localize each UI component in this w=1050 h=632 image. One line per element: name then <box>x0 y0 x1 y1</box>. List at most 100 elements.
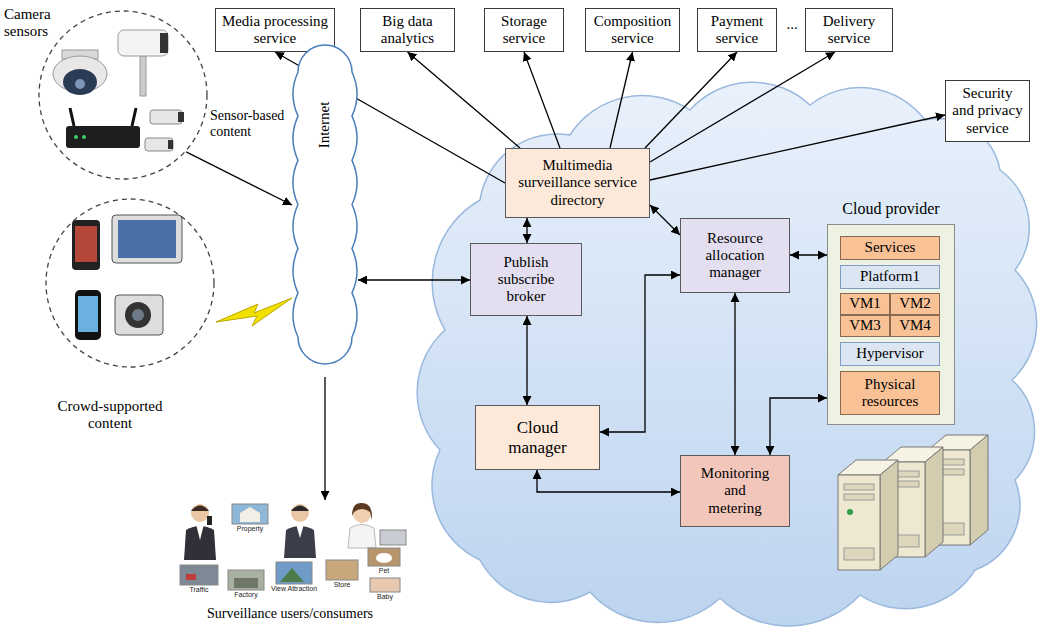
users-collage-art <box>291 504 309 522</box>
users-collage-art <box>240 507 260 522</box>
users-collage-art <box>368 548 400 566</box>
thumbnail-label: View Attraction <box>264 585 324 592</box>
dashed-circle-outline <box>38 10 208 180</box>
dashed-circle-outline <box>45 198 215 368</box>
users-collage-art <box>280 568 304 582</box>
vm-box: VM2 <box>890 293 940 315</box>
camera-devices <box>160 33 168 53</box>
stack-layer-box: Services <box>840 236 940 260</box>
crowd-devices <box>72 215 182 340</box>
node-text: Services <box>865 239 916 256</box>
crowd-devices <box>125 302 151 328</box>
crowd-circle: Crowd-supported content <box>45 198 215 368</box>
metering-box: Monitoring and metering <box>680 455 790 527</box>
users-panel: Surveillance users/consumers <box>165 500 415 625</box>
connector-arrow <box>524 52 560 148</box>
connector-arrow <box>734 293 735 455</box>
node-heading: Cloud provider <box>842 200 939 218</box>
service-box: Security and privacy service <box>945 80 1030 142</box>
connector-arrow <box>324 377 325 500</box>
cloud-region <box>417 82 1036 626</box>
cloud-outline <box>293 45 357 364</box>
node-text: Hypervisor <box>856 345 924 362</box>
thumbnail-label: Baby <box>355 593 415 600</box>
connector-arrow <box>358 279 470 280</box>
manager-box: Resource allocation manager <box>680 218 790 293</box>
node-text: Big data analytics <box>366 13 449 48</box>
camera-devices <box>74 135 78 139</box>
stack-layer-box: Hypervisor <box>840 342 940 366</box>
crowd-devices <box>75 290 101 340</box>
connector-arrow <box>790 254 827 255</box>
directory-box: Multimedia surveillance service director… <box>505 148 650 218</box>
stack-layer-box: Platform1 <box>840 265 940 289</box>
camera-devices <box>132 108 136 126</box>
camera-devices <box>168 140 173 149</box>
internet-cloud: Internet <box>292 32 358 377</box>
crowd-devices <box>75 226 97 262</box>
server-towers <box>838 435 988 570</box>
crowd-devices <box>118 220 176 258</box>
connector-arrow <box>537 470 680 492</box>
connector-arrow <box>770 398 827 455</box>
vm-box: VM1 <box>840 293 890 315</box>
users-collage-art <box>352 503 372 520</box>
edge-label: Sensor-based content <box>210 108 290 140</box>
dashed-circle-outline <box>46 199 214 367</box>
node-text: Monitoring and metering <box>698 465 773 517</box>
vm-box: VM4 <box>890 315 940 337</box>
crowd-devices <box>132 309 144 321</box>
vm-box: VM3 <box>840 315 890 337</box>
connector-arrow <box>408 52 521 148</box>
connector-arrow <box>645 52 737 148</box>
node-text: VM4 <box>899 317 931 334</box>
ellipsis-label: ... <box>780 16 804 33</box>
node-text: Platform1 <box>860 268 920 285</box>
crowd-devices <box>78 296 98 332</box>
users-collage-art <box>207 516 212 525</box>
connector-arrow <box>650 205 680 235</box>
node-text: Surveillance users/consumers <box>207 606 373 622</box>
cloud-outline <box>292 32 358 377</box>
users-collage-art <box>348 525 376 549</box>
users-collage-art <box>196 524 204 540</box>
camera-devices <box>118 30 168 56</box>
thumbnail-label: Factory <box>216 591 276 598</box>
camera-devices <box>178 112 184 122</box>
camera-devices <box>70 108 74 126</box>
manager-box: Cloud manager <box>475 405 600 470</box>
users-collage-art <box>376 553 392 563</box>
camera-devices <box>75 79 85 89</box>
node-text: Crowd-supported content <box>45 398 175 433</box>
wireless-bolt <box>216 298 292 326</box>
users-collage-art <box>326 560 358 580</box>
users-collage-art <box>291 506 309 512</box>
camera-devices <box>63 69 97 95</box>
connector-arrow <box>526 218 527 243</box>
users-collage-art <box>276 562 312 584</box>
users-collage-art <box>296 524 304 538</box>
camera-devices <box>145 138 173 151</box>
node-text: Publish subscribe broker <box>486 254 566 306</box>
connector-arrow <box>186 152 292 205</box>
node-text: Internet <box>316 102 333 149</box>
node-text: Storage service <box>490 13 558 48</box>
thumbnail-label: Property <box>220 525 280 532</box>
users-collage-art <box>191 506 209 512</box>
provider-box: Cloud providerServicesPlatform1VM1 VM2VM3… <box>827 198 955 425</box>
service-box: Composition service <box>585 8 680 52</box>
crowd-devices <box>112 215 182 263</box>
camera-devices <box>150 110 182 124</box>
server-towers <box>838 460 898 570</box>
node-text: VM2 <box>899 295 931 312</box>
users-collage-art <box>180 503 406 592</box>
crowd-devices <box>115 295 163 335</box>
node-text: Physical resources <box>844 376 936 411</box>
sensor-circle: Camera sensors <box>38 10 208 180</box>
node-text: Cloud manager <box>498 418 578 457</box>
service-box: Storage service <box>484 8 564 52</box>
camera-devices <box>140 56 146 96</box>
service-box: Big data analytics <box>360 8 455 52</box>
